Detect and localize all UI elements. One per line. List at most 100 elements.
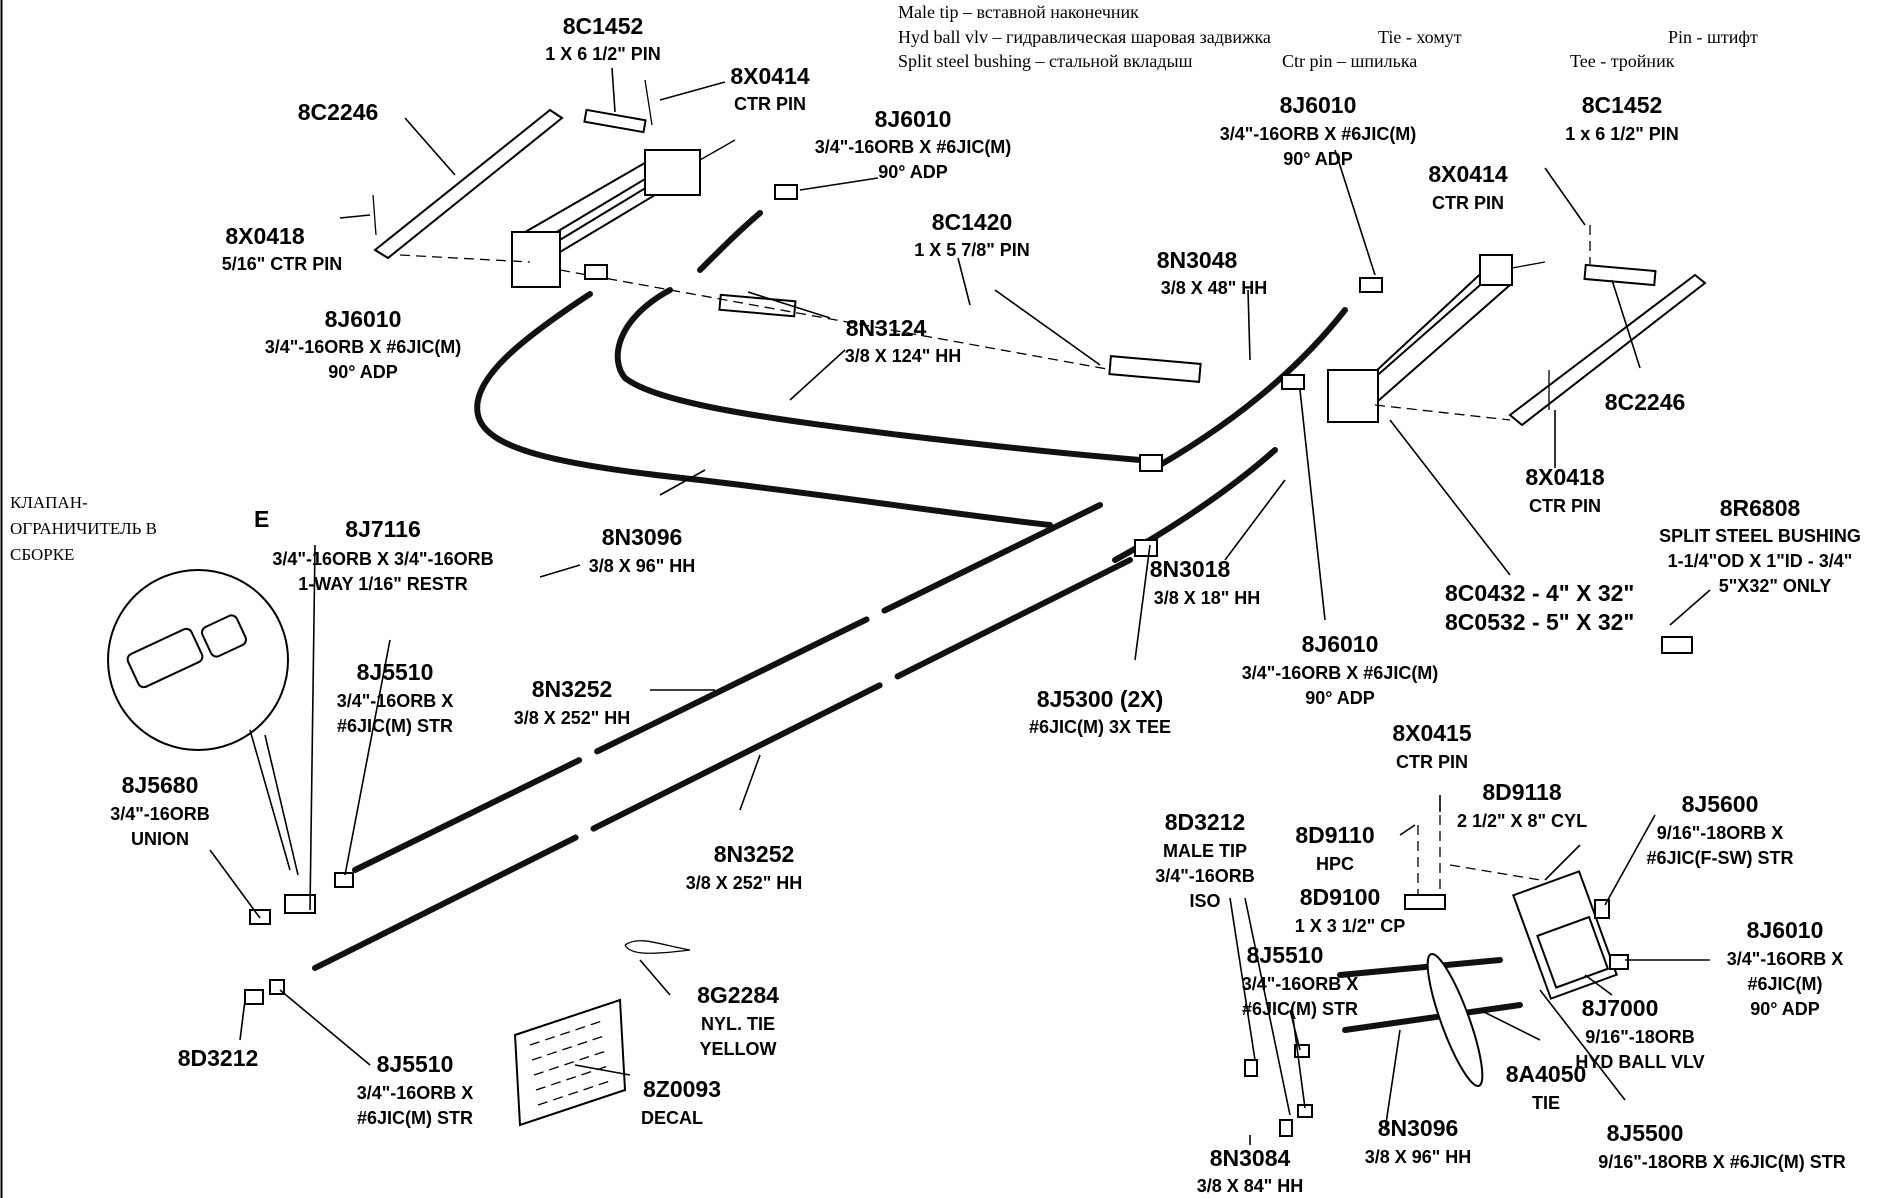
callout-8J5680: 8J5680 3/4"-16ORB UNION bbox=[110, 772, 210, 849]
callout-8C2246-right: 8C2246 bbox=[1605, 389, 1686, 415]
cylinder-head-left bbox=[644, 149, 701, 196]
cylinder-clevis-left bbox=[511, 231, 561, 288]
part-desc: HPC bbox=[1316, 854, 1354, 874]
part-code: 8X0418 bbox=[225, 223, 305, 249]
fitting-8J5510-upper bbox=[334, 872, 354, 888]
part-desc: CTR PIN bbox=[1432, 193, 1504, 213]
hose-8N3252-a bbox=[352, 502, 1103, 873]
callout-8J5500: 8J5500 9/16"-18ORB X #6JIC(M) STR bbox=[1598, 1120, 1846, 1172]
part-desc: 3/8 X 252" HH bbox=[686, 873, 803, 893]
part-code: 8N3018 bbox=[1150, 556, 1231, 582]
callout-8C0432-8C0532: 8C0432 - 4" X 32" 8C0532 - 5" X 32" bbox=[1445, 580, 1634, 635]
callout-8X0414-left: 8X0414 CTR PIN bbox=[730, 63, 810, 114]
assembly-axis-right bbox=[1374, 404, 1511, 421]
part-desc: 3/8 X 252" HH bbox=[514, 708, 631, 728]
tee-8J5300-a bbox=[1139, 454, 1163, 472]
part-desc: #6JIC(M) STR bbox=[337, 716, 453, 736]
callout-8N3018: 8N3018 3/8 X 18" HH bbox=[1150, 556, 1261, 608]
male-tip-right-a bbox=[1244, 1059, 1258, 1077]
part-desc: 1 X 6 1/2" PIN bbox=[545, 44, 661, 64]
part-code: 8D9100 bbox=[1300, 884, 1381, 910]
part-code: 8D3212 bbox=[1165, 809, 1246, 835]
callout-8C1420: 8C1420 1 X 5 7/8" PIN bbox=[914, 209, 1030, 260]
restrictor-body bbox=[126, 627, 204, 689]
part-code: 8A4050 bbox=[1506, 1061, 1587, 1087]
callout-8D9110: 8D9110 HPC bbox=[1295, 822, 1374, 874]
ctr-pin-8X0418-left bbox=[372, 194, 377, 236]
callout-8C2246-left: 8C2246 bbox=[298, 99, 379, 125]
translation-split-steel-bushing: Split steel bushing – стальной вкладыш bbox=[898, 51, 1193, 71]
part-desc: 1 X 3 1/2" CP bbox=[1295, 916, 1406, 936]
hose-8N3096-lower bbox=[1342, 1002, 1523, 1033]
cylinder-rod-left bbox=[699, 139, 736, 161]
callout-8N3252-lower: 8N3252 3/8 X 252" HH bbox=[686, 841, 803, 893]
hose-8N3096-upper bbox=[474, 291, 1053, 528]
part-desc: TIE bbox=[1532, 1093, 1560, 1113]
part-desc: ISO bbox=[1189, 891, 1220, 911]
part-desc: 90° ADP bbox=[878, 162, 948, 182]
part-code: 8N3252 bbox=[714, 841, 795, 867]
part-desc: 2 1/2" X 8" CYL bbox=[1457, 811, 1587, 831]
part-code: 8C1420 bbox=[932, 209, 1013, 235]
tie-rod-right bbox=[1508, 273, 1707, 427]
part-desc: 3/8 X 48" HH bbox=[1161, 278, 1268, 298]
callout-8C1452-left: 8C1452 1 X 6 1/2" PIN bbox=[545, 13, 661, 64]
part-desc: NYL. TIE bbox=[701, 1014, 775, 1034]
callout-8J6010-top: 8J6010 3/4"-16ORB X #6JIC(M) 90° ADP bbox=[815, 106, 1012, 182]
male-tip-right-b bbox=[1279, 1119, 1293, 1137]
part-desc: 3/8 X 124" HH bbox=[845, 346, 962, 366]
part-code: 8N3048 bbox=[1157, 247, 1238, 273]
valve-note-line-1: КЛАПАН- bbox=[10, 493, 88, 512]
split-steel-bushing bbox=[1661, 636, 1693, 654]
part-desc: 3/4"-16ORB X #6JIC(M) bbox=[1242, 663, 1439, 683]
part-desc: 3/4"-16ORB X #6JIC(M) bbox=[1220, 124, 1417, 144]
hose-8N3048 bbox=[1157, 307, 1348, 468]
valve-axis bbox=[1449, 864, 1541, 881]
part-code: 8R6808 bbox=[1720, 495, 1801, 521]
part-code: 8J6010 bbox=[1280, 92, 1357, 118]
part-code: 8G2284 bbox=[697, 982, 779, 1008]
part-desc: 1-1/4"OD X 1"ID - 3/4" bbox=[1668, 551, 1853, 571]
callout-8X0418-right: 8X0418 CTR PIN bbox=[1525, 464, 1605, 516]
fitting-8J6010-right-top bbox=[1359, 277, 1383, 293]
part-code: 8C0532 - 5" X 32" bbox=[1445, 609, 1634, 635]
part-code: 8D3212 bbox=[178, 1045, 259, 1071]
left-cylinder-assembly bbox=[372, 79, 1141, 376]
callout-8X0415: 8X0415 CTR PIN bbox=[1392, 720, 1472, 772]
callout-8J7000: 8J7000 9/16"-18ORB HYD BALL VLV bbox=[1575, 995, 1704, 1072]
part-desc: #6JIC(F-SW) STR bbox=[1646, 848, 1793, 868]
part-code: 8X0418 bbox=[1525, 464, 1605, 490]
part-code: 8J6010 bbox=[1302, 631, 1379, 657]
tee-8J5300-b bbox=[1134, 539, 1158, 557]
detail-leader-1 bbox=[249, 729, 291, 871]
hose-upper-port bbox=[697, 210, 763, 273]
detail-leader-2 bbox=[264, 734, 299, 876]
part-desc: 3/4"-16ORB X bbox=[1727, 949, 1844, 969]
callout-8N3096-lower: 8N3096 3/8 X 96" HH bbox=[1365, 1115, 1472, 1167]
part-desc: HYD BALL VLV bbox=[1575, 1052, 1704, 1072]
part-code: 8J7000 bbox=[1582, 995, 1659, 1021]
part-desc: 3/4"-16ORB X bbox=[1242, 974, 1359, 994]
part-code: 8X0415 bbox=[1392, 720, 1472, 746]
part-desc: 1-WAY 1/16" RESTR bbox=[298, 574, 468, 594]
translation-male-tip: Male tip – вставной наконечник bbox=[898, 2, 1139, 22]
part-code: 8C2246 bbox=[298, 99, 379, 125]
callout-8J5300: 8J5300 (2X) #6JIC(M) 3X TEE bbox=[1029, 686, 1171, 737]
part-code: 8J5510 bbox=[357, 659, 434, 685]
part-desc: MALE TIP bbox=[1163, 841, 1247, 861]
callout-8D9100: 8D9100 1 X 3 1/2" CP bbox=[1295, 884, 1406, 936]
part-code: 8N3252 bbox=[532, 676, 613, 702]
part-code: 8C1452 bbox=[563, 13, 644, 39]
part-desc: #6JIC(M) 3X TEE bbox=[1029, 717, 1171, 737]
part-code: 8N3124 bbox=[846, 315, 927, 341]
callout-8J6010-right-top: 8J6010 3/4"-16ORB X #6JIC(M) 90° ADP bbox=[1220, 92, 1417, 169]
fitting-8J6010-left bbox=[584, 264, 608, 280]
callout-8R6808: 8R6808 SPLIT STEEL BUSHING 1-1/4"OD X 1"… bbox=[1659, 495, 1861, 596]
part-desc: 9/16"-18ORB bbox=[1585, 1027, 1695, 1047]
part-desc: UNION bbox=[131, 829, 189, 849]
translation-tie: Tie - хомут bbox=[1378, 27, 1462, 47]
part-desc: CTR PIN bbox=[1529, 496, 1601, 516]
fitting-8J6010-right-lower bbox=[1281, 374, 1305, 390]
part-desc: 5"X32" ONLY bbox=[1719, 576, 1831, 596]
part-desc: #6JIC(M) STR bbox=[357, 1108, 473, 1128]
